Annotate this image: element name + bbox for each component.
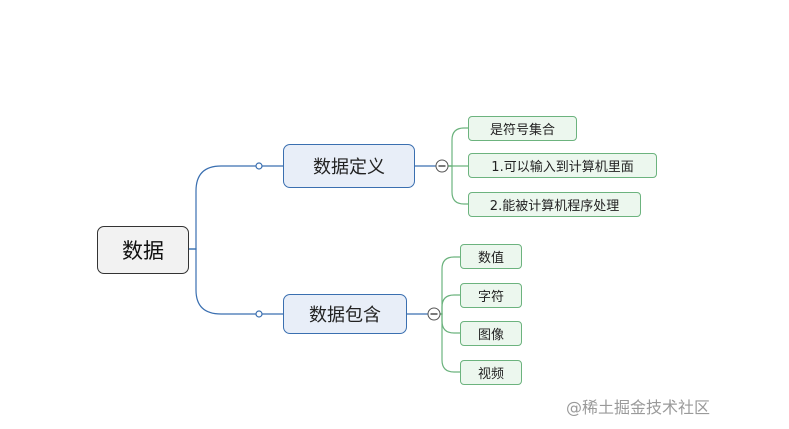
leaf-connector	[447, 165, 468, 205]
leaf-connector	[439, 313, 460, 373]
root-branch-connector	[189, 248, 259, 315]
root-node[interactable]: 数据	[97, 226, 189, 274]
leaf-node[interactable]: 视频	[460, 360, 522, 385]
collapse-toggle-definition[interactable]	[435, 159, 449, 173]
leaf-node[interactable]: 是符号集合	[468, 116, 577, 141]
branch-node-definition[interactable]: 数据定义	[283, 144, 415, 188]
leaf-node[interactable]: 2.能被计算机程序处理	[468, 192, 641, 217]
connector-dot	[255, 162, 263, 170]
branch-node-contains[interactable]: 数据包含	[283, 294, 407, 334]
leaf-connector	[447, 127, 468, 167]
leaf-node[interactable]: 字符	[460, 283, 522, 308]
leaf-connector	[439, 294, 460, 315]
connector-dot	[255, 310, 263, 318]
leaf-node[interactable]: 数值	[460, 244, 522, 269]
leaf-connector	[439, 256, 460, 315]
collapse-toggle-contains[interactable]	[427, 307, 441, 321]
leaf-node[interactable]: 1.可以输入到计算机里面	[468, 153, 657, 178]
leaf-node[interactable]: 图像	[460, 321, 522, 346]
root-branch-connector	[189, 165, 259, 250]
watermark-text: @稀土掘金技术社区	[566, 398, 711, 417]
